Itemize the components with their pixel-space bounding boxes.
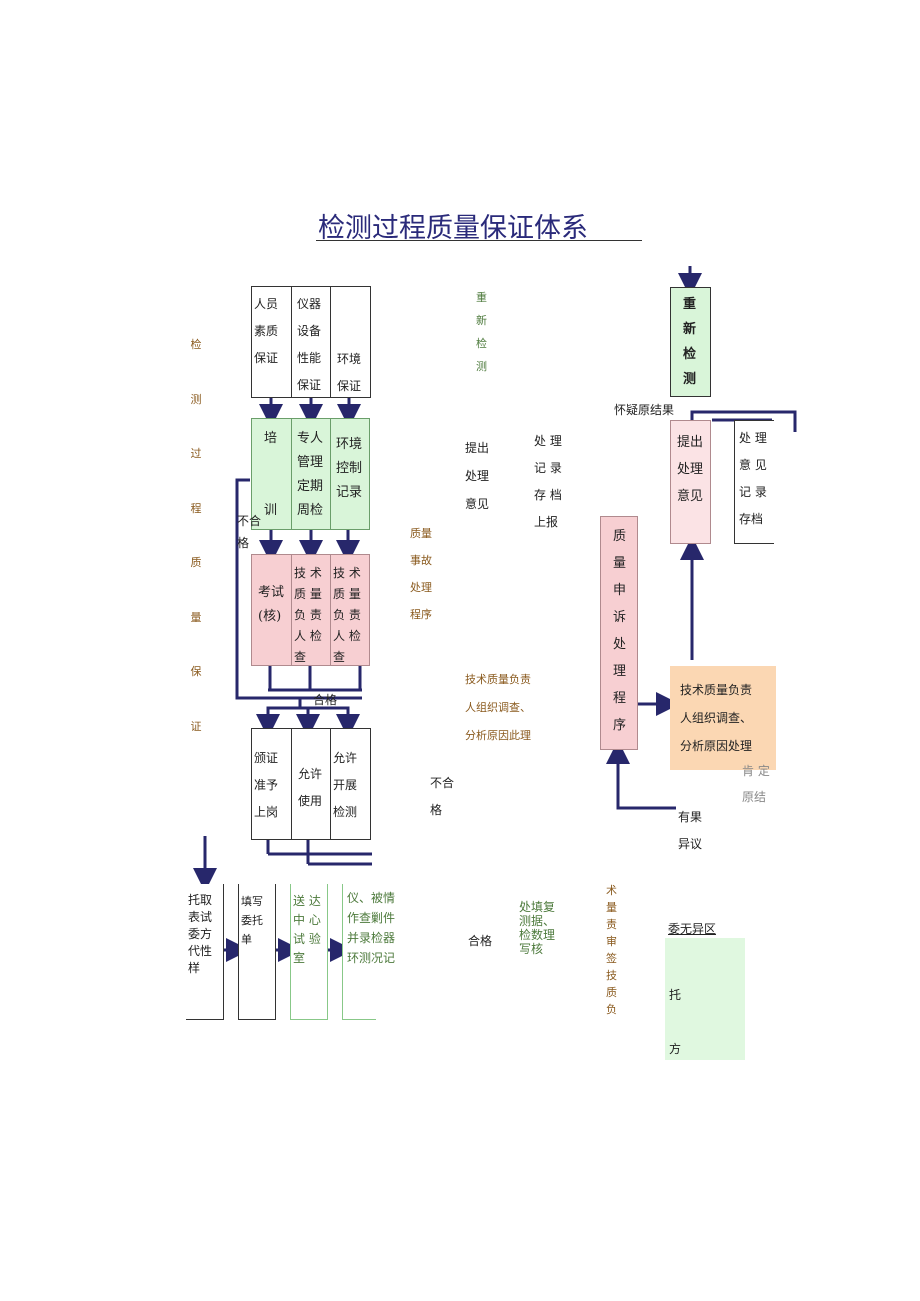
left-vertical-char: 过 [190, 447, 202, 460]
certify-box: 颁证 准予 上岗 [251, 728, 292, 840]
left-vertical-label: 检 测 过 程 质 量 保 证 [188, 318, 204, 754]
left-vertical-char: 检 [190, 338, 202, 351]
left-vertical-char: 质 [190, 556, 202, 569]
qualified-label-bottom: 合格 [468, 934, 493, 948]
inspect-record-box: 仪、被情 作查剿件 并录检器 环测况记 [342, 884, 395, 1020]
training-box: 培 训 [251, 418, 292, 530]
record-archive-label: 处 理 记 录 存 档 上报 [534, 434, 562, 529]
tech-check-box-1: 技 术 质 量 负 责 人 检 查 [291, 554, 331, 666]
fill-form-box: 填写 委托 单 [238, 884, 276, 1020]
retest-label: 重 新 检 测 [476, 291, 487, 373]
left-vertical-char: 保 [190, 665, 202, 678]
exam-box: 考试 (核) [251, 554, 292, 666]
handling-record-box: 处 理 意 见 记 录 存档 [734, 420, 774, 544]
propose-opinion-box: 提出 处理 意见 [670, 420, 711, 544]
tech-review-label: 术 量 责 审 签 技 质 负 [606, 884, 617, 1016]
confirm-original-label: 肯 定 原结 [742, 764, 770, 804]
no-objection-label: 委无异区 [668, 922, 717, 936]
allow-testing-box: 允许 开展 检测 [330, 728, 371, 840]
personnel-quality-box: 人员 素质 保证 [251, 286, 292, 398]
left-vertical-char: 量 [190, 610, 202, 624]
qualified-label-mid: 合格 [313, 693, 338, 707]
doubt-result-label: 怀疑原结果 [614, 403, 675, 417]
left-vertical-char: 测 [190, 392, 202, 406]
unqualified-label-left: 不合 格 [237, 514, 262, 550]
client-box: 托 方 [665, 938, 745, 1060]
left-vertical-char: 程 [190, 501, 202, 515]
send-lab-box: 送 达 中 心 试 验 室 [290, 884, 328, 1020]
environment-guarantee-box: 环境 保证 [330, 286, 371, 398]
tech-check-box-2: 技 术 质 量 负 责 人 检 查 [330, 554, 370, 666]
page-title: 检测过程质量保证体系 [318, 213, 588, 244]
fill-data-label: 处填复 测据、 检数理 写核 [519, 900, 556, 956]
tech-investigate-box: 技术质量负责 人组织调查、 分析原因处理 [670, 666, 776, 770]
left-vertical-char: 证 [190, 719, 202, 733]
tech-investigate-label-mid: 技术质量负责 人组织调查、 分析原因此理 [465, 673, 531, 742]
environment-control-box: 环境 控制 记录 [330, 418, 370, 530]
retest-box-right: 重 新 检 测 [670, 287, 711, 397]
quality-accident-label: 质量 事故 处理 程序 [410, 527, 432, 621]
allow-use-box: 允许 使用 [291, 728, 331, 840]
propose-opinion-label: 提出 处理 意见 [465, 441, 490, 511]
periodic-inspection-box: 专人 管理 定期 周检 [291, 418, 331, 530]
sampling-box: 托取 表试 委方 代性 样 [186, 884, 224, 1020]
instrument-performance-box: 仪器 设备 性能 保证 [291, 286, 331, 398]
appeal-procedure-box: 质 量 申 诉 处 理 程 序 [600, 516, 638, 750]
title-underline [316, 240, 642, 241]
unqualified-label-mid: 不合 格 [430, 776, 455, 817]
objection-label: 有果 异议 [678, 810, 703, 851]
